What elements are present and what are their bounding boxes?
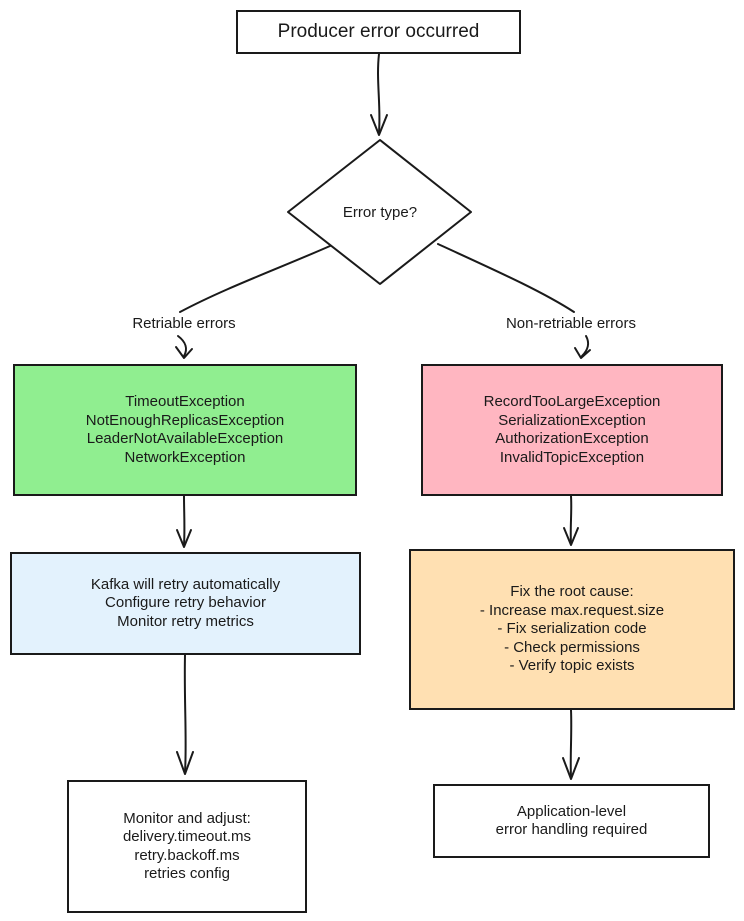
edge-non-retriable-to-fix-root xyxy=(569,495,573,544)
non-retriable-exception-line: AuthorizationException xyxy=(495,430,649,447)
edge-label-non-retriable: Non-retriable errors xyxy=(505,315,637,332)
edge-retriable-label-to-box xyxy=(177,335,187,357)
edge-retriable-to-auto-retry-arrowhead xyxy=(176,529,192,548)
edge-fix-root-to-app-handling xyxy=(569,709,573,778)
start-node: Producer error occurred xyxy=(236,10,521,54)
decision-label: Error type? xyxy=(342,203,418,221)
monitor-adjust-line: retry.backoff.ms xyxy=(134,846,240,864)
auto-retry-node: Kafka will retry automatically Configure… xyxy=(10,552,361,655)
fix-root-cause-line: - Check permissions xyxy=(504,638,640,656)
monitor-adjust-line: delivery.timeout.ms xyxy=(122,828,252,845)
edge-decision-to-retriable-arrowhead xyxy=(175,346,193,359)
retriable-exception-line: LeaderNotAvailableException xyxy=(86,430,284,447)
non-retriable-exception-line: SerializationException xyxy=(498,411,646,429)
fix-root-cause-line: - Verify topic exists xyxy=(509,657,635,675)
edge-auto-retry-to-monitor xyxy=(183,654,187,773)
edge-decision-to-non-retriable xyxy=(437,243,575,313)
auto-retry-line: Kafka will retry automatically xyxy=(90,575,281,593)
retriable-exception-line: NetworkException xyxy=(124,448,246,466)
edge-non-retriable-label-to-box xyxy=(581,335,590,357)
edge-auto-retry-to-monitor-arrowhead xyxy=(176,751,194,775)
decision-diamond xyxy=(287,139,472,285)
fix-root-cause-line: - Increase max.request.size xyxy=(479,601,665,619)
app-handling-line: error handling required xyxy=(495,821,648,838)
auto-retry-line: Monitor retry metrics xyxy=(117,612,254,630)
retriable-exception-line: TimeoutException xyxy=(125,393,245,410)
non-retriable-exception-line: RecordTooLargeException xyxy=(483,393,661,410)
edge-decision-to-non-retriable-arrowhead xyxy=(574,347,591,359)
edge-label-retriable: Retriable errors xyxy=(132,315,236,332)
edge-start-to-decision xyxy=(377,53,381,133)
edge-fix-root-to-app-handling-arrowhead xyxy=(562,757,580,780)
auto-retry-line: Configure retry behavior xyxy=(105,594,266,612)
retriable-exception-line: NotEnoughReplicasException xyxy=(85,411,285,429)
non-retriable-exceptions-node: RecordTooLargeException SerializationExc… xyxy=(421,364,723,496)
start-node-line: Producer error occurred xyxy=(277,20,480,42)
monitor-adjust-line: Monitor and adjust: xyxy=(123,809,251,827)
monitor-adjust-node: Monitor and adjust: delivery.timeout.ms … xyxy=(67,780,307,913)
fix-root-cause-line: Fix the root cause: xyxy=(510,583,634,601)
edge-start-to-decision-arrowhead xyxy=(370,114,388,136)
app-handling-node: Application-level error handling require… xyxy=(433,784,710,858)
fix-root-cause-line: - Fix serialization code xyxy=(497,620,647,638)
non-retriable-exception-line: InvalidTopicException xyxy=(499,448,645,466)
retriable-exceptions-node: TimeoutException NotEnoughReplicasExcept… xyxy=(13,364,357,496)
fix-root-cause-node: Fix the root cause: - Increase max.reque… xyxy=(409,549,735,710)
edge-decision-to-retriable xyxy=(179,245,331,313)
edge-non-retriable-to-fix-root-arrowhead xyxy=(563,527,579,546)
app-handling-line: Application-level xyxy=(516,802,627,820)
monitor-adjust-line: retries config xyxy=(144,865,230,882)
